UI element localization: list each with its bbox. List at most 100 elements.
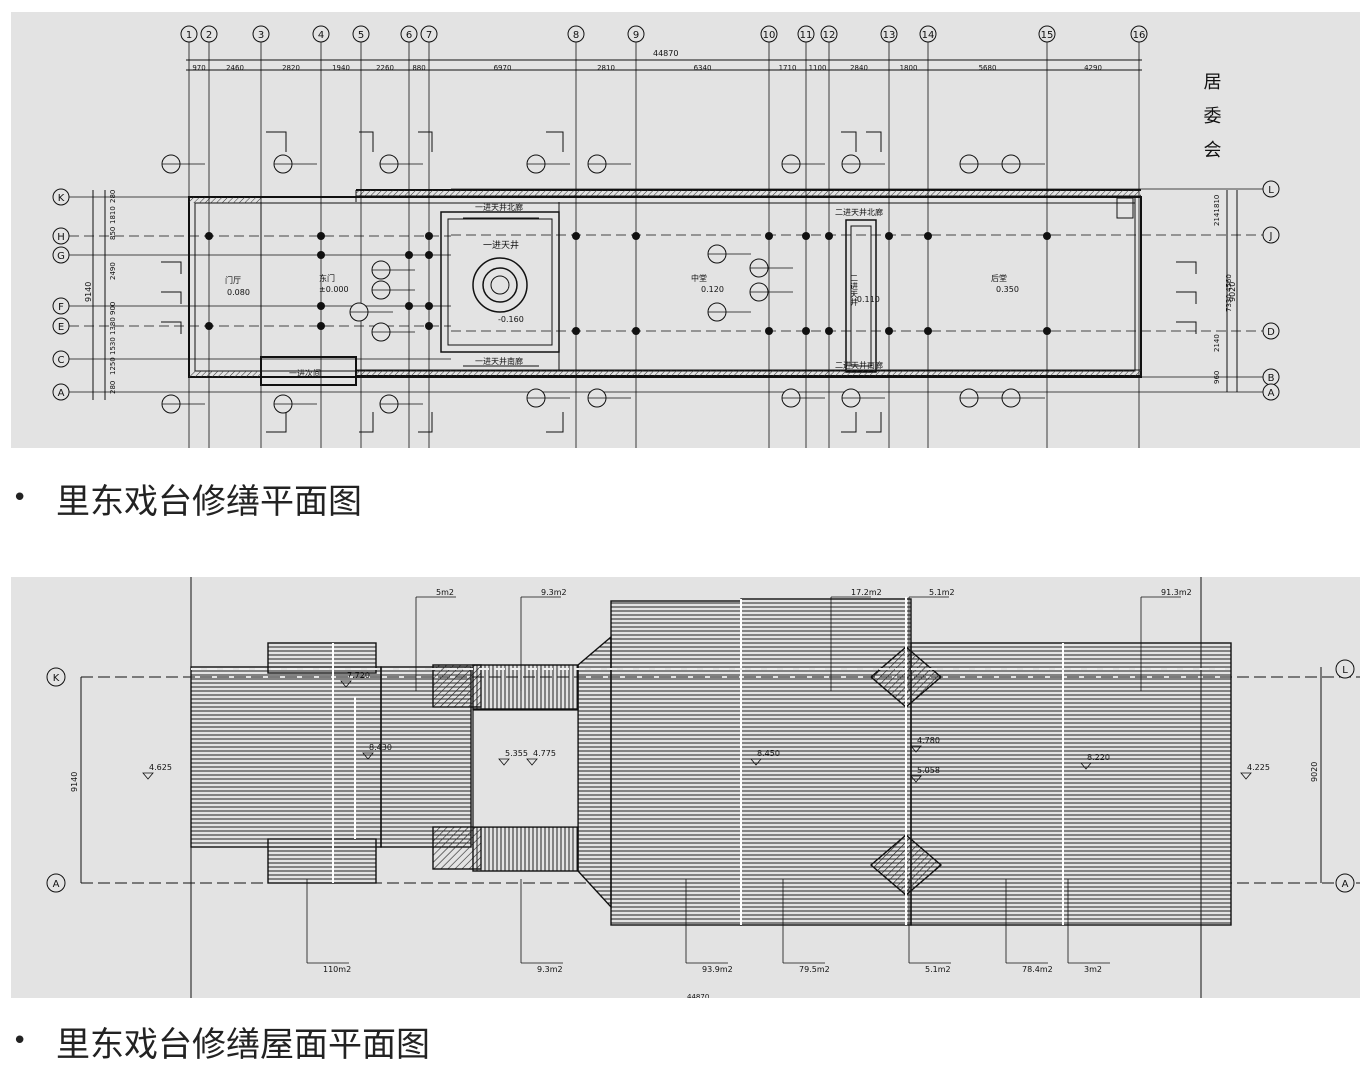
roof-row-label: A [1342,879,1349,890]
column-grid-label: 10 [763,30,776,41]
structural-column [825,232,833,240]
room-label-courtyard1-south: 一进天井南廊 [475,356,523,366]
structural-column [802,327,810,335]
row-grid-label: E [58,322,64,333]
structural-column [825,327,833,335]
row-grid-bubble [52,227,70,245]
roof-elevation-value: 4.625 [149,763,172,772]
row-grid-bubble [1262,383,1280,401]
column-grid-label: 3 [258,30,264,41]
left-side-dimension: 1810 [109,206,117,224]
column-grid-label: 4 [318,30,324,41]
roof-area-tag: 9.3m2 [537,965,563,974]
structural-column [317,251,325,259]
column-grid-bubble [1038,25,1056,43]
bay-dimension: 880 [412,64,425,72]
roof-elevation-value: 7.720 [347,671,370,680]
roof-plan-caption-row: • 里东戏台修缮屋面平面图 [12,1021,430,1065]
bay-dimension: 2460 [226,64,244,72]
structural-column [1043,327,1051,335]
left-side-dimension: 2490 [109,262,117,280]
column-grid-bubble [880,25,898,43]
right-side-dimension: 4560 [1225,274,1233,292]
column-grid-label: 2 [206,30,212,41]
right-side-dimension: 960 [1213,371,1221,384]
column-grid-label: 14 [922,30,935,41]
column-grid-label: 1 [186,30,192,41]
roof-area-tag: 91.3m2 [1161,588,1192,597]
row-grid-label: J [1269,231,1273,242]
row-grid-label: C [58,355,65,366]
left-side-dimension: 1380 [109,317,117,335]
right-side-dimension: 2141 [1213,208,1221,226]
roof-elevation-value: 5.058 [917,766,940,775]
row-grid-label: H [57,232,65,243]
structural-column [317,302,325,310]
elevation-marker-icon [362,752,374,760]
structural-column [205,322,213,330]
roof-area-tag: 93.9m2 [702,965,733,974]
column-grid-label: 9 [633,30,639,41]
column-grid-label: 15 [1041,30,1054,41]
floor-plan-caption: 里东戏台修缮平面图 [56,481,362,522]
room-label-courtyard2: 二进天井 [850,274,859,307]
roof-row-label: L [1342,665,1348,676]
structural-column [317,322,325,330]
elevation-marker-icon [1080,762,1092,770]
structural-column [425,302,433,310]
column-grid-label: 6 [406,30,412,41]
roof-area-tag: 5.1m2 [929,588,955,597]
room-label-middle-hall: 中堂 [691,273,707,283]
bay-dimension: 1800 [900,64,918,72]
room-elev-rear-hall: 0.350 [996,285,1019,294]
right-side-dimension: 2140 [1213,334,1221,352]
row-grid-bubble [1262,322,1280,340]
left-side-dimension: 280 [109,190,117,203]
room-label-rear-hall: 后堂 [991,273,1007,283]
roof-row-bubble [46,873,66,893]
room-label-courtyard2-south: 二进天井南廊 [835,360,883,370]
row-grid-label: B [1268,373,1275,384]
roof-elevation-value: 4.225 [1247,763,1270,772]
column-grid-label: 7 [426,30,432,41]
column-grid-bubble [1130,25,1148,43]
structural-column [572,327,580,335]
room-label-courtyard1-north: 一进天井北廊 [475,202,523,212]
room-label-side-room: 一进次间 [289,368,321,378]
row-grid-bubble [52,383,70,401]
bay-dimension: 5680 [979,64,997,72]
bay-dimension: 2820 [282,64,300,72]
column-grid-label: 11 [800,30,813,41]
right-total-dimension: 9020 [1228,282,1237,302]
row-grid-label: K [58,193,65,204]
elevation-marker-icon [142,772,154,780]
structural-column [632,327,640,335]
column-grid-bubble [627,25,645,43]
row-grid-label: A [58,388,65,399]
structural-column [802,232,810,240]
room-label-entry-hall: 门厅 [225,275,241,285]
elevation-marker-icon [750,758,762,766]
column-grid-bubble [400,25,418,43]
row-grid-bubble [52,246,70,264]
room-label-courtyard2-north: 二进天井北廊 [835,207,883,217]
column-grid-label: 12 [823,30,836,41]
column-grid-label: 5 [358,30,364,41]
bay-dimension: 2840 [850,64,868,72]
room-elev-entry-hall: 0.080 [227,288,250,297]
column-grid-bubble [820,25,838,43]
elevation-marker-icon [910,745,922,753]
left-side-dimension: 900 [109,302,117,315]
left-side-dimension: 1530 [109,337,117,355]
bay-dimension: 6970 [494,64,512,72]
row-grid-bubble [1262,226,1280,244]
roof-row-label: K [53,673,60,684]
structural-column [632,232,640,240]
column-grid-bubble [200,25,218,43]
elevation-marker-icon [1240,772,1252,780]
room-label-courtyard1: 一进天井 [483,239,519,251]
column-grid-bubble [760,25,778,43]
roof-area-tag: 5.1m2 [925,965,951,974]
row-grid-label: D [1267,327,1275,338]
row-grid-label: L [1268,185,1274,196]
